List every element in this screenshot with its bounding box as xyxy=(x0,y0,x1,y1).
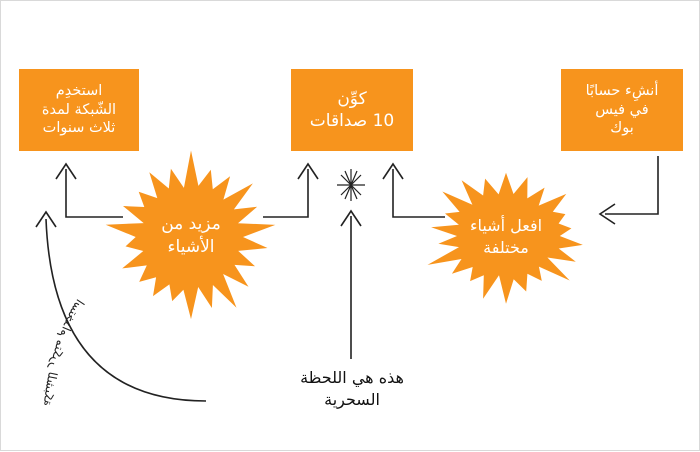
box-center-label: كوِّن 10 صداقات xyxy=(309,88,395,131)
arrowhead-left-box xyxy=(55,162,77,180)
box-center: كوِّن 10 صداقات xyxy=(291,69,413,151)
connector-right-box-to-right-burst xyxy=(605,156,659,215)
box-left-label: استخدِم الشّبكة لمدة ثلاث سنوات xyxy=(41,82,117,137)
feedback-curve xyxy=(45,218,207,402)
connector-left-burst-to-center-box xyxy=(263,169,309,218)
burst-left-shape xyxy=(105,150,276,320)
box-left: استخدِم الشّبكة لمدة ثلاث سنوات xyxy=(19,69,139,151)
arrowhead-right-burst xyxy=(598,203,616,225)
arrowhead-center-box-right xyxy=(382,162,404,180)
box-right-label: أنشِء حسابًا في فيس بوك xyxy=(585,82,659,137)
spark-icon xyxy=(337,169,365,201)
arrowhead-center-box-left xyxy=(297,162,319,180)
burst-right-label: افعل أشياء مختلفة xyxy=(469,216,543,257)
burst-left-label: مزيد من الأشياء xyxy=(161,214,221,257)
burst-right-shape xyxy=(427,172,583,304)
burst-left-label-box: مزيد من الأشياء xyxy=(129,201,253,271)
arrowhead-magic-moment xyxy=(340,209,362,227)
connector-left-burst-to-left-box xyxy=(65,169,123,218)
connector-right-burst-to-center-box xyxy=(392,169,445,218)
burst-right-label-box: افعل أشياء مختلفة xyxy=(441,204,571,270)
box-right: أنشِء حسابًا في فيس بوك xyxy=(561,69,683,151)
arrowhead-feedback xyxy=(35,210,57,228)
magic-moment-caption: هذه هي اللحظة السحرية xyxy=(267,367,437,410)
magic-moment-caption-text: هذه هي اللحظة السحرية xyxy=(300,368,404,409)
